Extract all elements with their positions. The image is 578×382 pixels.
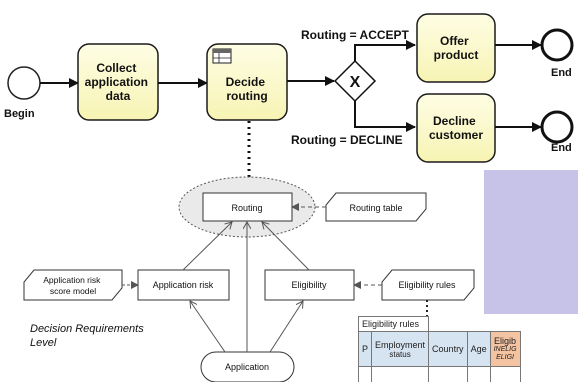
input-data-application-label: Application [225, 362, 269, 372]
drd-level-caption: Decision Requirements Level [30, 323, 147, 349]
decision-application-risk [137, 269, 230, 301]
table-cell [371, 366, 430, 382]
column-country: Country [428, 331, 468, 367]
hit-policy-cell: P [357, 331, 373, 367]
end-label-top: End [551, 67, 572, 79]
decision-application-risk-label: Application risk [153, 280, 214, 290]
task-decide-label: Decide routing [226, 75, 269, 103]
knowledge-eligibility-rules [381, 269, 475, 301]
decision-eligibility-label: Eligibility [291, 280, 327, 290]
column-age: Age [466, 331, 491, 367]
column-employment-sub: status [389, 349, 411, 359]
table-cell [357, 366, 373, 382]
output-value-ineligible: INELIG [493, 346, 517, 353]
task-decline-label: Decline customer [429, 114, 483, 142]
column-employment-label: Employment [375, 339, 426, 350]
column-eligibility-label: Eligib [494, 336, 517, 346]
flow-gateway-decline [354, 101, 416, 132]
eligibility-rules-table: Eligibility rules P Employment status Co… [357, 316, 521, 382]
table-cell [489, 366, 521, 382]
business-rule-icon [212, 48, 232, 64]
knowledge-routing-table-label: Routing table [349, 203, 402, 213]
knowledge-risk-model [23, 269, 123, 301]
flow-gateway-offer [354, 40, 416, 61]
column-eligibility-output: Eligib INELIG ELIGI [489, 331, 521, 367]
task-offer-product [416, 13, 496, 83]
table-cell [428, 366, 468, 382]
routing-decline-label: Routing = DECLINE [291, 133, 403, 147]
knowledge-routing-table [325, 192, 427, 222]
table-cell [466, 366, 491, 382]
column-employment-status: Employment status [371, 331, 430, 367]
risk-to-routing-arrow [182, 222, 232, 271]
task-collect-label: Collect application data [85, 61, 152, 103]
decision-eligibility [264, 269, 355, 301]
begin-label: Begin [4, 108, 35, 120]
decision-routing-label: Routing [231, 203, 262, 213]
eligibility-to-routing-arrow [262, 222, 310, 271]
task-offer-label: Offer product [434, 34, 479, 62]
knowledge-risk-model-label: Application risk score model [43, 275, 103, 296]
application-to-eligibility-arrow [269, 301, 303, 353]
end-event-offer [540, 28, 574, 62]
gateway-x-icon: X [350, 74, 361, 91]
output-value-eligible: ELIGI [496, 354, 514, 361]
routing-accept-label: Routing = ACCEPT [301, 28, 410, 42]
end-event-decline [540, 110, 574, 144]
knowledge-eligibility-rules-label: Eligibility rules [398, 280, 456, 290]
table-title: Eligibility rules [357, 316, 430, 332]
start-event [7, 66, 41, 100]
application-to-risk-arrow [190, 301, 226, 353]
end-label-bottom: End [551, 142, 572, 154]
